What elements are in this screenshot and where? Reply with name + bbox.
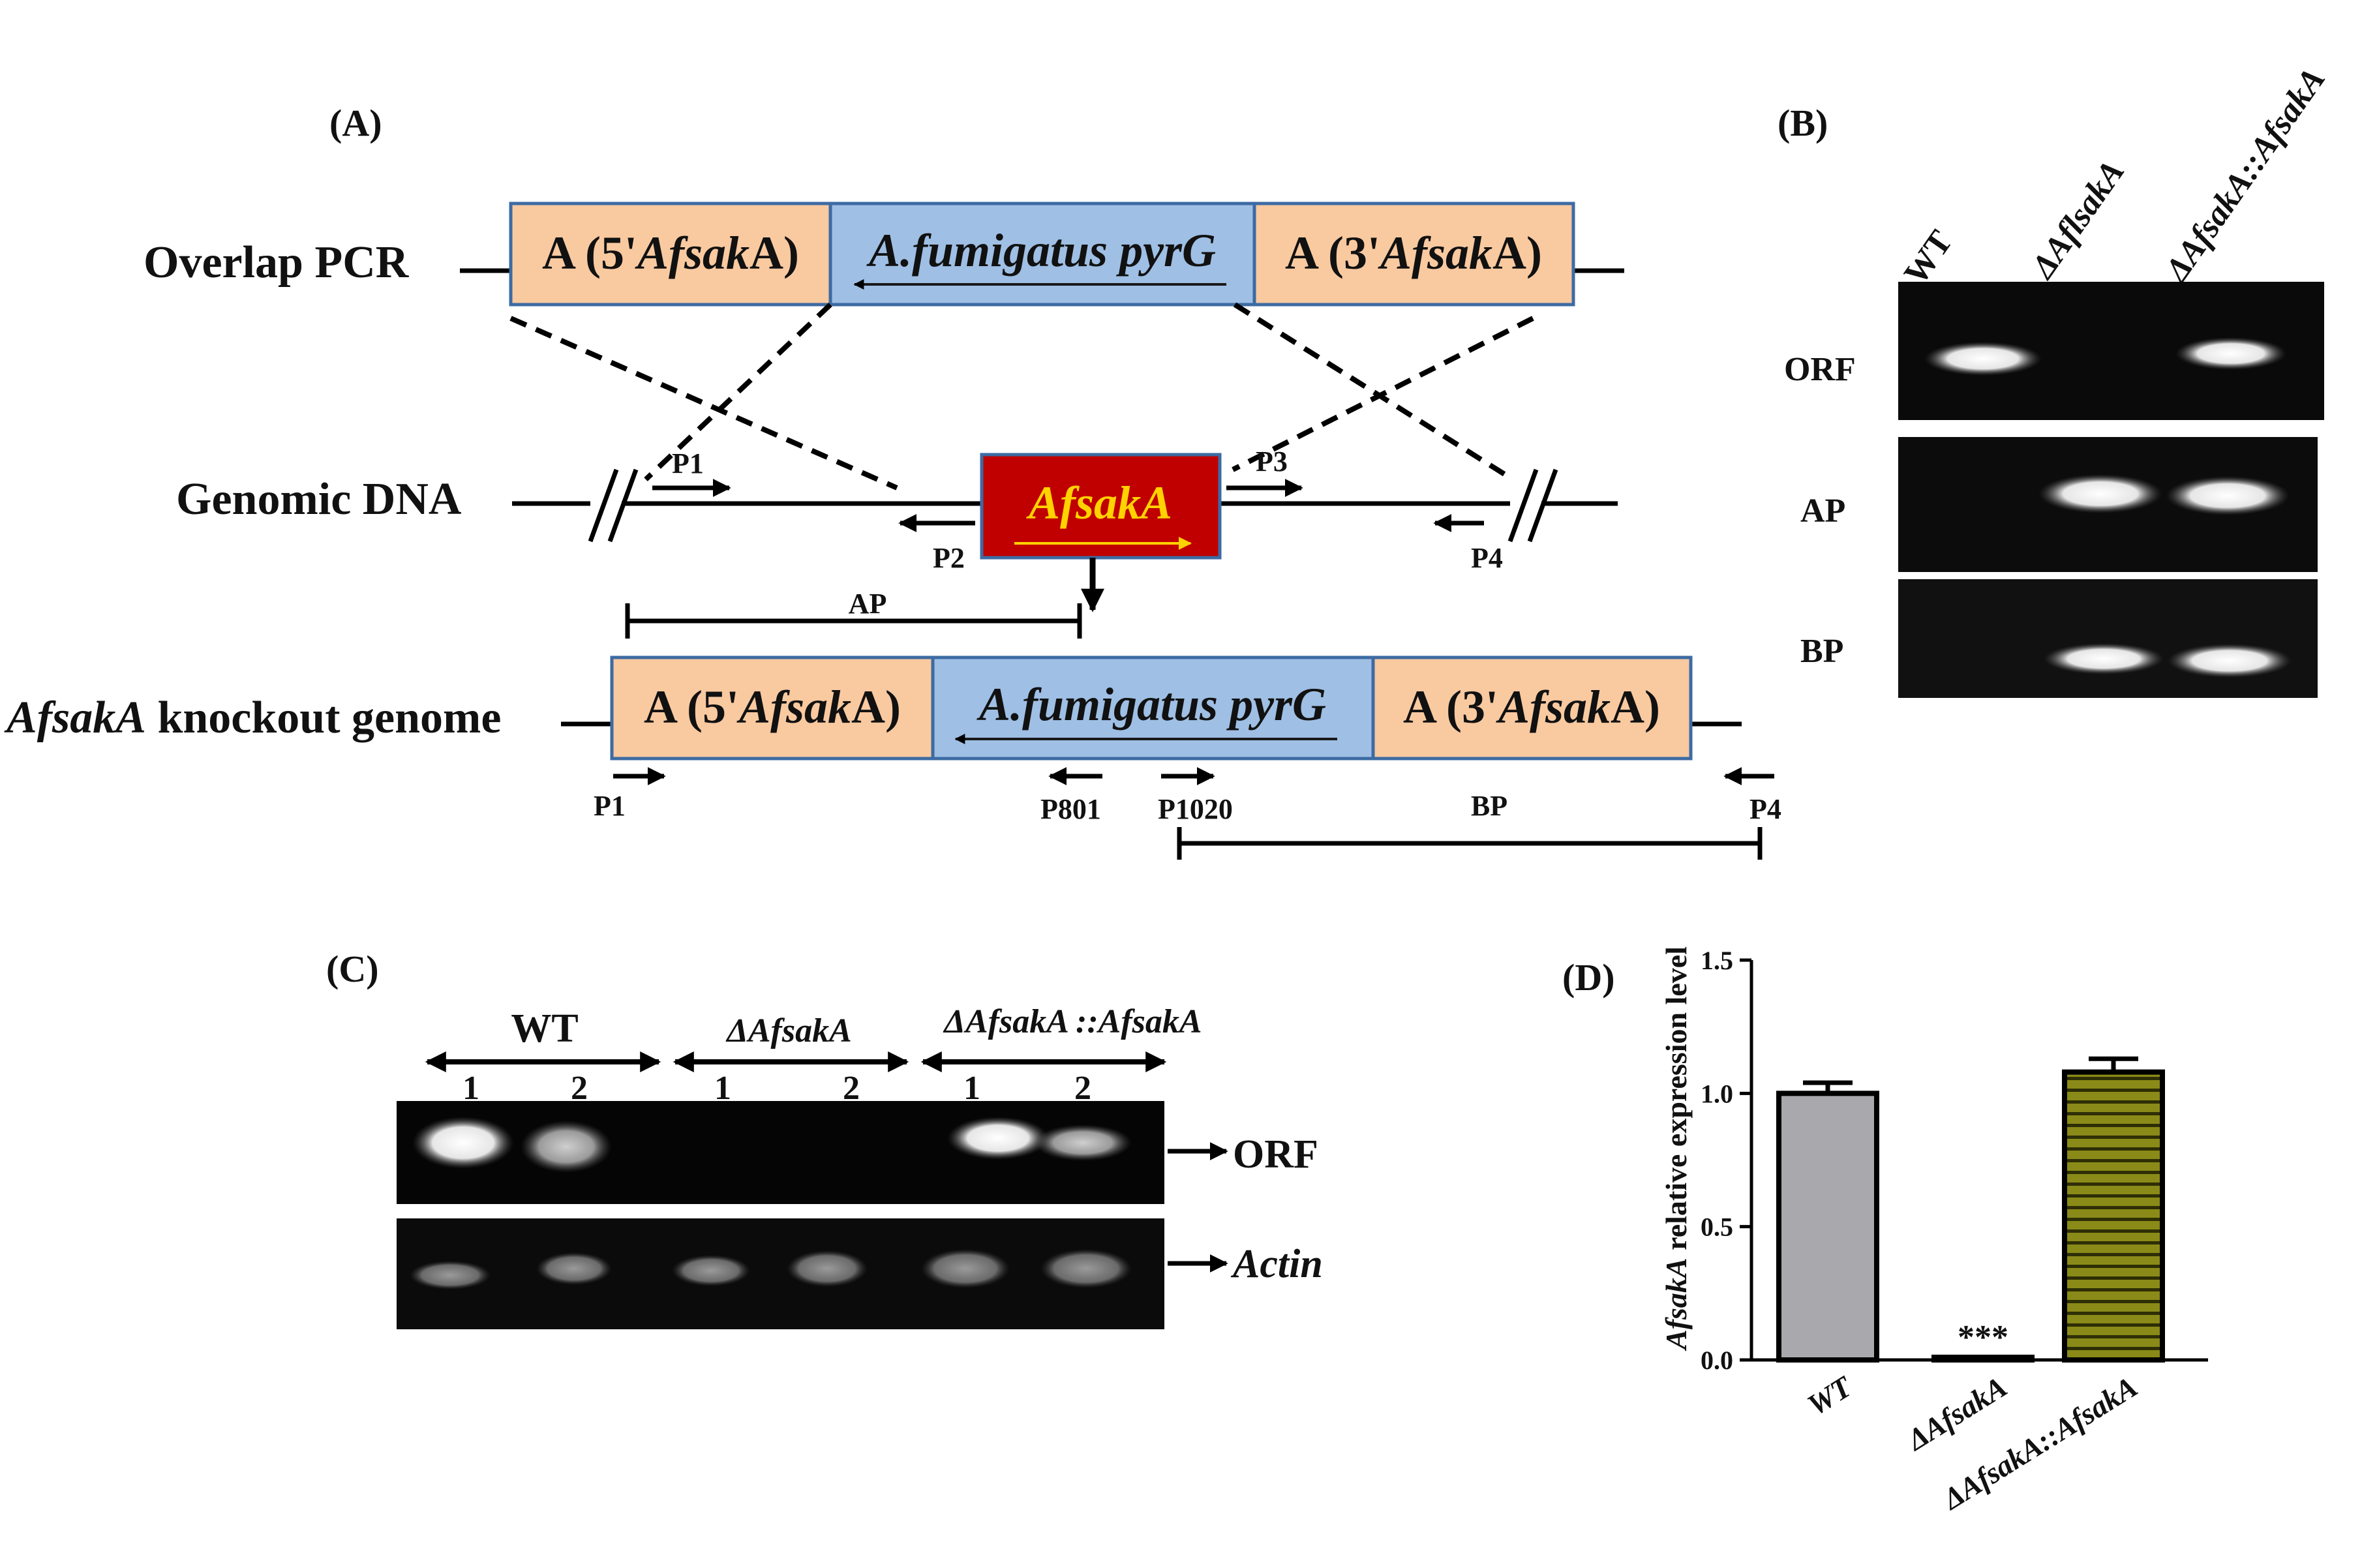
gel-c-lane-number: 1	[963, 1070, 980, 1107]
chart-bars	[1776, 1056, 2165, 1363]
overlap-pyrg-marker	[828, 202, 1256, 307]
chart-bar	[1931, 1354, 2035, 1363]
primer-p1020-label: P1020	[1158, 793, 1233, 825]
gel-c-band-actin-wt-2	[536, 1252, 612, 1285]
gel-b-row-label-bp: BP	[1800, 633, 1843, 670]
chart-y-tick-label: 0.5	[1701, 1213, 1733, 1242]
panel-label-b: (B)	[1778, 102, 1828, 144]
chart-x-tick-label: ΔAfsakA	[1900, 1370, 2012, 1457]
gel-b-row-label-ap: AP	[1800, 492, 1845, 530]
overlap-5prime-flank	[509, 202, 832, 307]
gel-b-strip-bp	[1898, 579, 2318, 698]
knockout-3prime-label: A (3'AfsakA)	[1403, 681, 1660, 733]
row-label-knockout-genome: AfsakA knockout genome	[4, 693, 501, 743]
gel-c-band-orf-complement-2	[1034, 1124, 1132, 1161]
gel-b-row-label-orf: ORF	[1784, 351, 1856, 388]
primer-p3-label: P3	[1256, 445, 1288, 477]
gel-c-strip-actin	[397, 1218, 1164, 1329]
knockout-5prime-label: A (5'AfsakA)	[644, 681, 901, 733]
gel-b-lane-label-wt: WT	[1897, 224, 1960, 292]
chart-bar	[1776, 1091, 1879, 1363]
gel-c-band-actin-deletion-2	[787, 1250, 868, 1287]
gel-c-lane-number: 1	[462, 1070, 479, 1107]
chart-bar	[2062, 1069, 2165, 1363]
gel-c-band-actin-deletion-1	[672, 1255, 750, 1286]
gel-c-lane-number: 1	[714, 1070, 731, 1107]
amplicon-bp-label: BP	[1471, 790, 1507, 822]
gel-b-band-orf-complement	[2175, 337, 2286, 370]
row-label-genomic-dna: Genomic DNA	[176, 474, 462, 524]
primer-p4-label: P4	[1471, 542, 1503, 574]
gel-b-band-orf-wt	[1924, 342, 2042, 376]
chart-y-axis-label: AfsakA relative expression level	[1659, 946, 1693, 1351]
gel-c-lane-number: 2	[571, 1070, 588, 1107]
primer-p2-label: P2	[933, 542, 965, 574]
recombination-crossover-lines	[509, 302, 1534, 490]
overlap-3prime-flank	[1252, 202, 1575, 307]
gel-c-band-orf-wt-1	[412, 1117, 514, 1169]
gel-c-band-actin-wt-1	[410, 1261, 491, 1289]
gel-b-band-bp-deletion	[2044, 643, 2164, 674]
gel-b-lane-label-deletion: ΔAflsakA	[2023, 153, 2132, 286]
genomic-break-left	[588, 468, 639, 543]
gel-c-row-label-orf: ORF	[1233, 1132, 1318, 1177]
gel-b-band-bp-complement	[2168, 644, 2292, 678]
overlap-5prime-label: A (5'AfsakA)	[542, 227, 799, 279]
gel-c-band-actin-complement-1	[921, 1249, 1010, 1288]
knockout-pyrg-label: A.fumigatus pyrG	[977, 678, 1326, 731]
chart-y-tick-label: 0.0	[1701, 1346, 1733, 1375]
knockout-pyrg-marker	[931, 656, 1375, 761]
gel-c-band-orf-complement-1	[947, 1117, 1049, 1160]
knockout-5prime-flank	[610, 656, 935, 761]
overlap-pyrg-label: A.fumigatus pyrG	[866, 224, 1216, 277]
gel-c-group-label-deletion: ΔAfsakA	[725, 1012, 852, 1049]
knockout-3prime-flank	[1371, 656, 1693, 761]
chart-x-tick-label: WT	[1802, 1369, 1858, 1422]
gel-c-band-orf-wt-2	[521, 1121, 612, 1173]
panel-c-gel: WT ΔAfsakA ΔAfsakA ::AfsakA 1 2 1 2 1 2 …	[397, 1003, 1323, 1329]
panel-b-gel: WT ΔAflsakA ΔAfsakA::AfsakA ORF AP BP	[1784, 61, 2333, 698]
panel-label-a: (A)	[329, 102, 382, 144]
gel-c-band-actin-complement-2	[1040, 1249, 1132, 1288]
genomic-break-right	[1507, 468, 1558, 543]
amplicon-ap-bracket	[625, 603, 1082, 639]
gel-b-lane-label-complement: ΔAfsakA::AfsakA	[2157, 61, 2333, 290]
panel-d-bar-chart: AfsakA relative expression level 0.0 0.5 1…	[1659, 946, 2208, 1516]
afsaka-gene-label: AfsakA	[1026, 477, 1172, 529]
gel-c-group-label-wt: WT	[511, 1006, 578, 1051]
primer-p4-knockout-label: P4	[1749, 793, 1781, 825]
panel-label-d: (D)	[1562, 956, 1615, 999]
row-label-overlap-pcr: Overlap PCR	[144, 237, 410, 288]
chart-y-tick-label: 1.0	[1701, 1079, 1733, 1108]
gel-c-row-label-actin: Actin	[1230, 1242, 1323, 1286]
gel-c-lane-number: 2	[1074, 1070, 1091, 1107]
gel-c-group-label-complement: ΔAfsakA ::AfsakA	[943, 1003, 1202, 1040]
overlap-3prime-label: A (3'AfsakA)	[1285, 227, 1542, 279]
gel-b-band-ap-complement	[2166, 476, 2290, 515]
panel-a-schematic: Overlap PCR Genomic DNA AfsakA knockout …	[4, 202, 1781, 860]
chart-y-tick-label: 1.5	[1701, 946, 1733, 975]
primer-p801-label: P801	[1040, 793, 1101, 825]
amplicon-ap-label: AP	[849, 588, 887, 620]
chart-significance-annotation: ***	[1958, 1319, 2008, 1356]
gel-b-band-ap-deletion	[2038, 474, 2162, 513]
gel-c-lane-number: 2	[843, 1070, 860, 1107]
panel-label-c: (C)	[326, 948, 379, 990]
primer-p1-label: P1	[672, 447, 704, 479]
primer-p1-knockout-label: P1	[594, 790, 626, 822]
amplicon-bp-bracket	[1177, 827, 1763, 860]
